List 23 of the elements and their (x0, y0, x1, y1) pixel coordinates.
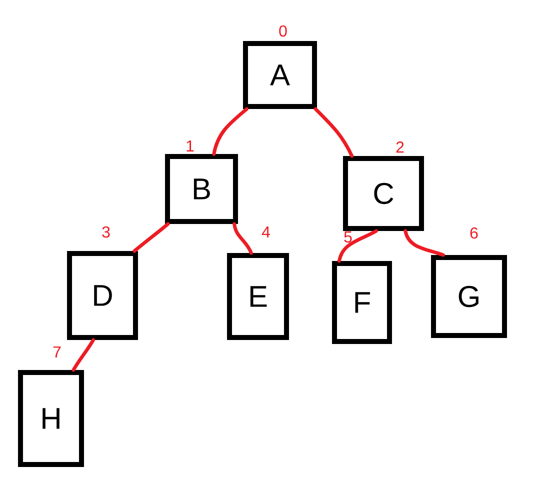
index-number: 0 (279, 25, 287, 37)
index-number: 4 (262, 226, 270, 238)
connector-line (314, 107, 354, 158)
letter-box: A (243, 41, 317, 109)
index-number: 3 (102, 226, 110, 238)
letter-box: H (18, 370, 84, 467)
connector-line (337, 229, 378, 263)
letter-box: B (165, 154, 238, 224)
connector-line (72, 338, 96, 372)
index-number: 1 (186, 140, 194, 152)
connector-line (232, 222, 253, 255)
letter-box: G (431, 255, 507, 338)
connector-line (132, 222, 170, 253)
index-number: 2 (396, 141, 404, 153)
letter-box: C (343, 156, 424, 231)
index-number: 7 (53, 346, 61, 358)
connector-line (212, 107, 248, 156)
connector-line (404, 229, 445, 257)
letter-box: D (67, 251, 138, 340)
index-number: 6 (470, 227, 478, 239)
index-number: 5 (344, 231, 352, 243)
letter-box: F (332, 261, 392, 344)
letter-box: E (227, 253, 289, 340)
